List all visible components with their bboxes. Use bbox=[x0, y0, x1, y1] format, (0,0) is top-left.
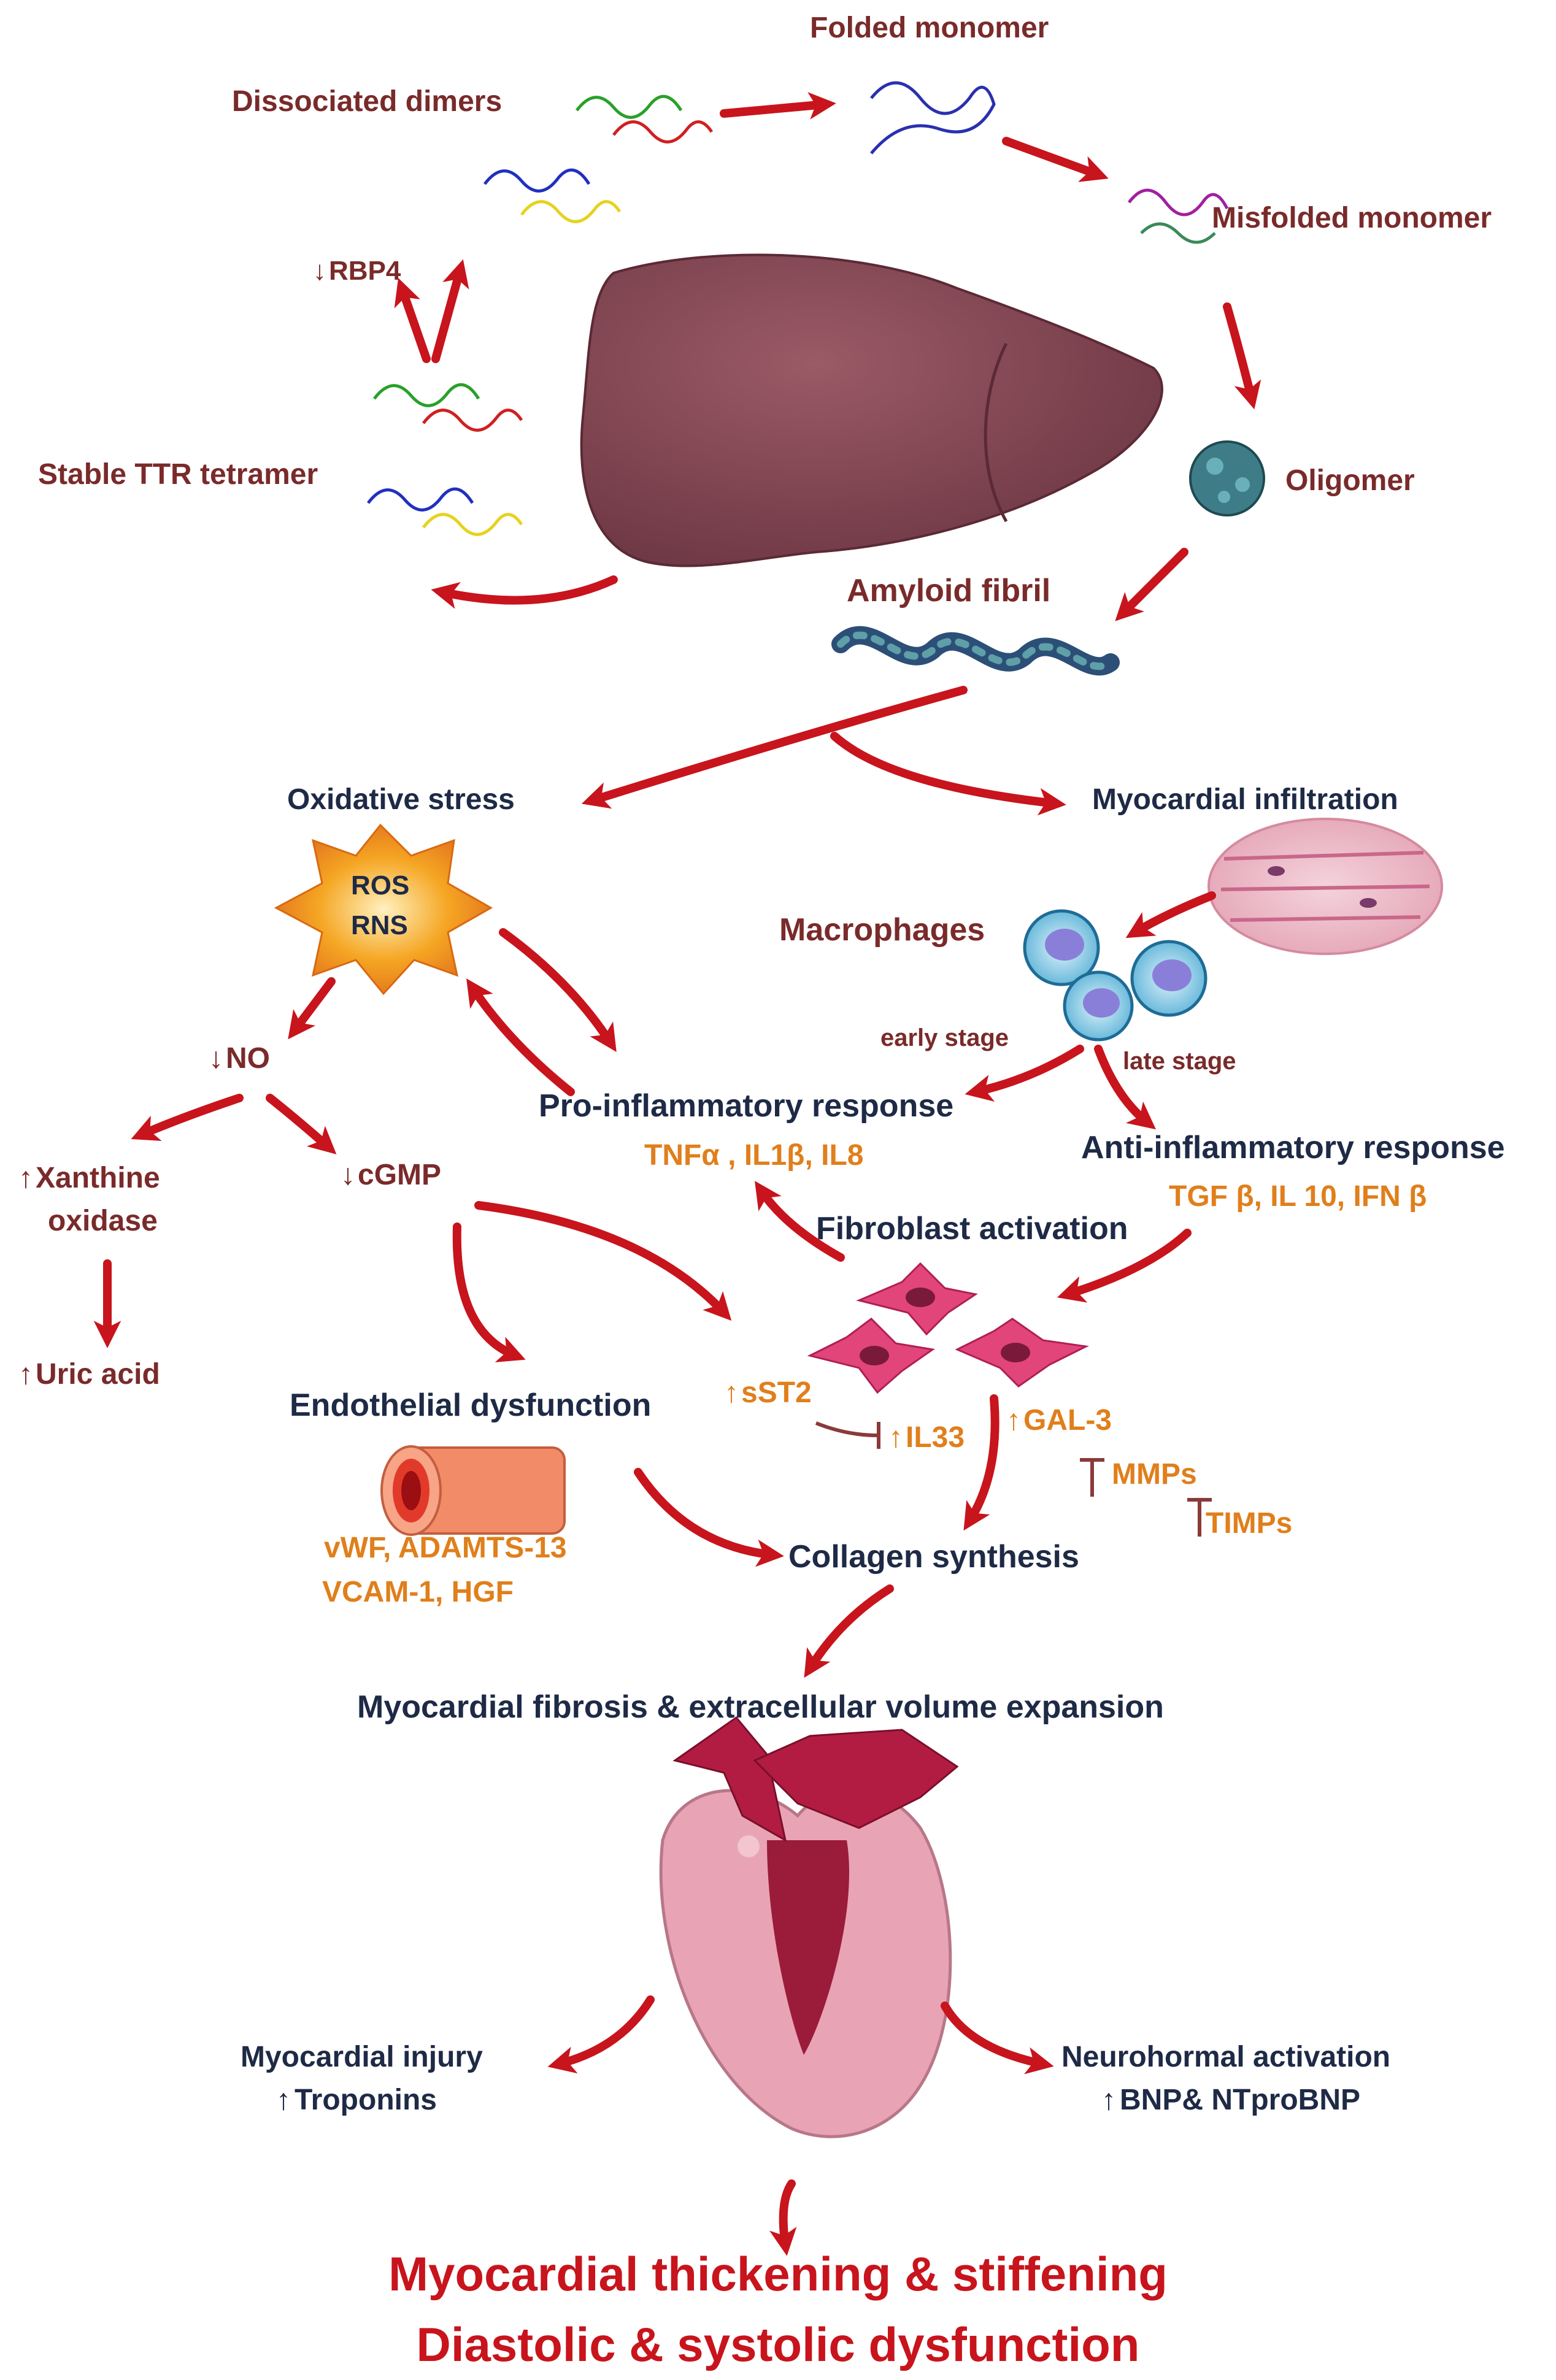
arrow-macrophages-to-anti bbox=[1094, 1045, 1156, 1130]
arrow-misfolded-to-oligomer bbox=[1223, 302, 1261, 410]
arrow-cgmp-to-fibroblast bbox=[474, 1201, 732, 1321]
uric-acid-label: Uric acid bbox=[18, 1358, 160, 1391]
arrow-tetramer-to-rbp4 bbox=[394, 278, 431, 363]
arrow-anti-to-fibroblast bbox=[1057, 1229, 1192, 1303]
arrow-ros-to-proinflam bbox=[499, 928, 617, 1053]
xanthine-line2-label: oxidase bbox=[48, 1205, 158, 1237]
arrow-dimers-to-folded bbox=[720, 92, 836, 120]
early-stage-label: early stage bbox=[880, 1024, 1009, 1051]
xanthine-line1-label: Xanthine bbox=[18, 1162, 160, 1195]
arrows bbox=[93, 92, 1261, 2256]
cgmp-label: cGMP bbox=[341, 1159, 441, 1192]
arrow-heart-to-injury bbox=[547, 1995, 655, 2074]
macrophages-label: Macrophages bbox=[779, 912, 985, 948]
inhibitor-sst2-il33 bbox=[815, 1421, 878, 1437]
rns-label: RNS bbox=[351, 910, 408, 940]
arrow-fibroblast-to-collagen bbox=[963, 1394, 999, 1531]
sst2-label: sST2 bbox=[724, 1376, 812, 1410]
no-label: NO bbox=[209, 1042, 270, 1075]
neurohormal-label: Neurohormal activation bbox=[1061, 2041, 1391, 2073]
endothelial-markers-line2: VCAM-1, HGF bbox=[322, 1576, 514, 1608]
inhibitors bbox=[815, 1421, 1212, 1537]
arrow-no-to-xanthine bbox=[131, 1094, 244, 1142]
gal3-label: GAL-3 bbox=[1006, 1404, 1112, 1437]
endothelial-markers-line1: vWF, ADAMTS-13 bbox=[324, 1532, 567, 1564]
il33-label: IL33 bbox=[888, 1421, 965, 1454]
troponins-label: Troponins bbox=[276, 2084, 437, 2117]
ros-label: ROS bbox=[351, 870, 410, 900]
vessel-icon bbox=[380, 1445, 566, 1536]
ttr-protein-icon bbox=[367, 81, 1229, 536]
bnp-label: BNP& NTproBNP bbox=[1101, 2084, 1360, 2117]
outcome-line1: Myocardial thickening & stiffening bbox=[388, 2247, 1168, 2301]
stable-tetramer-label: Stable TTR tetramer bbox=[38, 458, 318, 491]
liver-icon bbox=[580, 253, 1163, 567]
arrow-cgmp-to-endothelial bbox=[452, 1223, 526, 1362]
fibril-icon bbox=[831, 626, 1120, 676]
arrow-fibroblast-to-pro bbox=[755, 1181, 845, 1262]
arrow-fibril-to-infiltration bbox=[830, 732, 1066, 816]
arrow-macrophages-to-pro bbox=[965, 1045, 1084, 1102]
arrow-collagen-to-fibrosis bbox=[804, 1584, 894, 1678]
fibroblast-icon bbox=[807, 1262, 1089, 1394]
arrow-liver-to-tetramer bbox=[431, 575, 618, 609]
timps-label: TIMPs bbox=[1206, 1507, 1293, 1540]
arrow-heart-to-neuro bbox=[941, 2002, 1054, 2075]
mmps-label: MMPs bbox=[1112, 1458, 1197, 1491]
endothelial-dysfunction-label: Endothelial dysfunction bbox=[290, 1388, 652, 1423]
amyloid-fibril-label: Amyloid fibril bbox=[847, 573, 1051, 608]
arrow-folded-to-misfolded bbox=[1002, 137, 1109, 182]
arrow-ros-to-no bbox=[288, 977, 336, 1040]
arrow-fibril-to-oxidative bbox=[581, 686, 968, 809]
heart-icon bbox=[659, 1716, 959, 2138]
dissociated-dimers-label: Dissociated dimers bbox=[232, 85, 503, 118]
folded-monomer-label: Folded monomer bbox=[810, 12, 1049, 44]
arrow-no-to-cgmp bbox=[266, 1094, 337, 1154]
oligomer-icon bbox=[1189, 440, 1265, 516]
rbp4-label: RBP4 bbox=[313, 256, 401, 286]
anti-inflammatory-label: Anti-inflammatory response bbox=[1081, 1130, 1505, 1165]
myocardial-injury-label: Myocardial injury bbox=[241, 2041, 483, 2073]
myocardial-infiltration-label: Myocardial infiltration bbox=[1092, 783, 1398, 816]
fibroblast-activation-label: Fibroblast activation bbox=[816, 1211, 1128, 1246]
arrow-vessel-to-collagen bbox=[634, 1468, 784, 1567]
tissue-icon bbox=[1207, 818, 1443, 955]
oxidative-stress-label: Oxidative stress bbox=[287, 783, 515, 816]
misfolded-monomer-label: Misfolded monomer bbox=[1212, 202, 1492, 234]
star-icon bbox=[274, 823, 493, 996]
pro-inflammatory-markers: TNFα , IL1β, IL8 bbox=[644, 1139, 864, 1172]
late-stage-label: late stage bbox=[1123, 1048, 1236, 1075]
outcome-line2: Diastolic & systolic dysfunction bbox=[416, 2317, 1140, 2371]
pro-inflammatory-label: Pro-inflammatory response bbox=[539, 1088, 954, 1124]
arrow-heart-to-outcome bbox=[769, 2179, 797, 2256]
arrow-tetramer-to-dimers bbox=[431, 259, 469, 363]
anti-inflammatory-markers: TGF β, IL 10, IFN β bbox=[1169, 1180, 1427, 1213]
fibrosis-label: Myocardial fibrosis & extracellular volu… bbox=[357, 1689, 1164, 1725]
collagen-synthesis-label: Collagen synthesis bbox=[788, 1539, 1079, 1575]
arrow-tissue-to-macrophages bbox=[1125, 891, 1216, 939]
arrow-proinflam-to-ros bbox=[466, 978, 575, 1096]
macrophage-icon bbox=[1023, 909, 1207, 1042]
arrow-oligomer-to-fibril bbox=[1115, 548, 1188, 621]
oligomer-label: Oligomer bbox=[1285, 464, 1415, 497]
